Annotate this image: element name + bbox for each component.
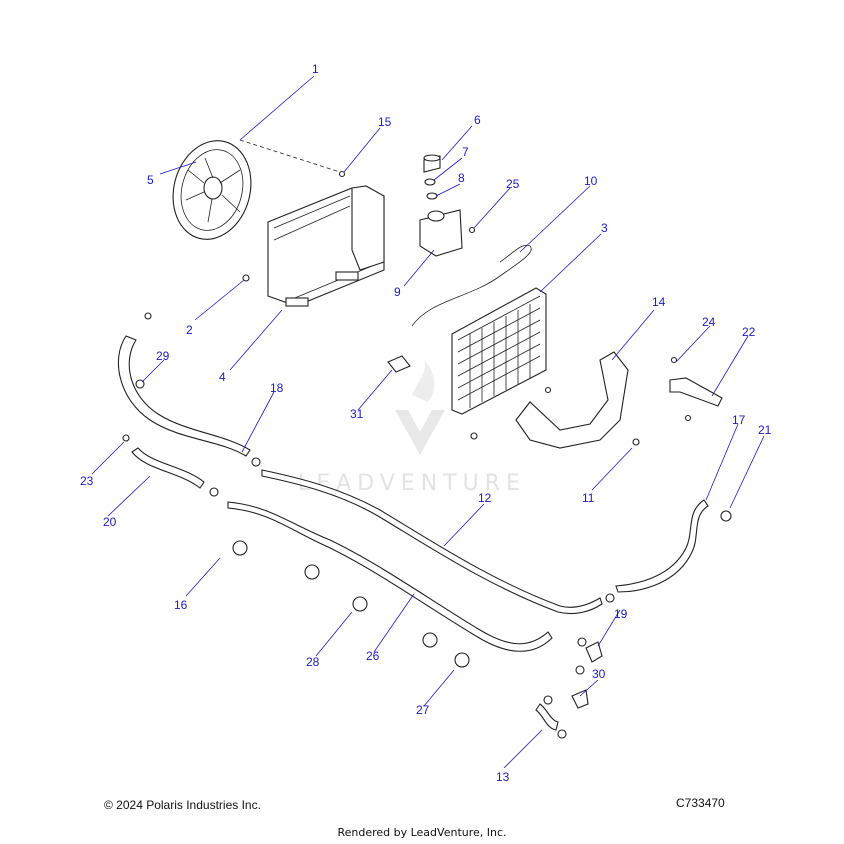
callout-8[interactable]: 8 [458, 171, 465, 185]
callout-28[interactable]: 28 [306, 655, 320, 669]
cap-seal[interactable] [424, 178, 436, 186]
callout-18[interactable]: 18 [270, 381, 284, 395]
callout-23[interactable]: 23 [80, 474, 94, 488]
elbow-hose[interactable] [535, 703, 559, 731]
callout-7[interactable]: 7 [462, 145, 469, 159]
callout-30[interactable]: 30 [592, 667, 606, 681]
copyright-text: © 2024 Polaris Industries Inc. [104, 798, 261, 812]
overflow-tube[interactable] [411, 244, 532, 327]
callout-10[interactable]: 10 [584, 174, 598, 188]
upper-hose[interactable] [118, 335, 251, 457]
leader-lines [91, 75, 765, 769]
callout-26[interactable]: 26 [366, 649, 380, 663]
radiator-bracket[interactable] [515, 351, 629, 449]
callout-2[interactable]: 2 [186, 323, 193, 337]
callout-4[interactable]: 4 [219, 370, 226, 384]
callout-16[interactable]: 16 [174, 598, 188, 612]
callout-6[interactable]: 6 [474, 113, 481, 127]
fasteners [122, 170, 732, 522]
fitting-30[interactable] [571, 689, 589, 709]
radiator[interactable] [451, 287, 547, 415]
fitting-19[interactable] [585, 641, 603, 663]
callout-labels: 1 2 3 4 5 6 7 8 9 10 11 12 13 14 15 16 1… [80, 62, 772, 784]
callout-11[interactable]: 11 [582, 491, 595, 505]
callout-22[interactable]: 22 [742, 325, 756, 339]
coolant-reservoir[interactable] [419, 209, 463, 257]
callout-1[interactable]: 1 [312, 62, 319, 76]
callout-13[interactable]: 13 [496, 770, 510, 784]
callout-31[interactable]: 31 [350, 407, 364, 421]
callout-27[interactable]: 27 [416, 703, 430, 717]
mount-bracket[interactable] [669, 377, 723, 407]
callout-9[interactable]: 9 [394, 285, 401, 299]
coolant-pipe-upper[interactable] [261, 469, 603, 615]
callout-5[interactable]: 5 [147, 173, 154, 187]
callout-12[interactable]: 12 [478, 491, 492, 505]
rendered-by-text: Rendered by LeadVenture, Inc. [337, 826, 507, 839]
callout-19[interactable]: 19 [614, 607, 628, 621]
callout-3[interactable]: 3 [601, 221, 608, 235]
callout-25[interactable]: 25 [506, 177, 520, 191]
callout-29[interactable]: 29 [156, 349, 170, 363]
callout-21[interactable]: 21 [758, 423, 772, 437]
callout-20[interactable]: 20 [103, 515, 117, 529]
cap-gasket[interactable] [426, 192, 438, 200]
diagram-id: C733470 [676, 796, 725, 810]
callout-14[interactable]: 14 [652, 295, 666, 309]
reservoir-cap[interactable] [423, 154, 441, 173]
pipe-clamps[interactable] [209, 457, 615, 739]
callout-15[interactable]: 15 [378, 115, 392, 129]
watermark-logo [395, 360, 445, 455]
fan-shroud[interactable] [267, 185, 385, 307]
lower-hose-front[interactable] [131, 447, 205, 489]
coolant-pipe-lower[interactable] [227, 501, 553, 652]
cooling-fan[interactable] [162, 132, 341, 248]
rear-hose[interactable] [615, 499, 709, 593]
callout-24[interactable]: 24 [702, 315, 716, 329]
callout-17[interactable]: 17 [732, 413, 746, 427]
